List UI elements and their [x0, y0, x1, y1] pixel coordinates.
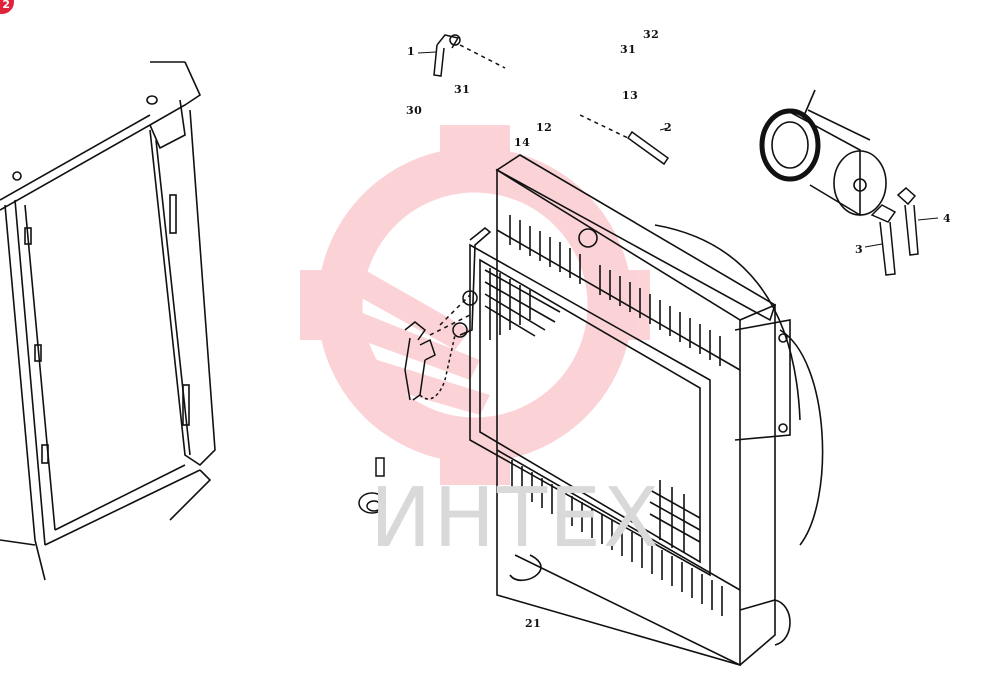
- callout-14: 14: [514, 136, 531, 149]
- callout-2: 2: [664, 121, 673, 134]
- ac-compressor: [759, 89, 887, 217]
- callout-32: 32: [643, 28, 660, 41]
- callout-12: 12: [536, 121, 553, 134]
- watermark-logo: [300, 125, 650, 485]
- callout-4: 4: [943, 212, 952, 225]
- callout-13: 13: [622, 89, 639, 102]
- callout-31-upper: 31: [620, 43, 637, 56]
- cab-door-frame: [0, 61, 216, 581]
- callout-21: 21: [525, 617, 542, 630]
- radiator-assembly: [459, 154, 824, 667]
- hose-fittings: [358, 34, 919, 514]
- leader-lines: [417, 51, 939, 248]
- callout-3: 3: [855, 243, 864, 256]
- callout-31-lower: 31: [454, 83, 471, 96]
- watermark-text: ИНТЕХ: [370, 471, 662, 566]
- callout-1: 1: [407, 45, 416, 58]
- callout-30: 30: [406, 104, 423, 117]
